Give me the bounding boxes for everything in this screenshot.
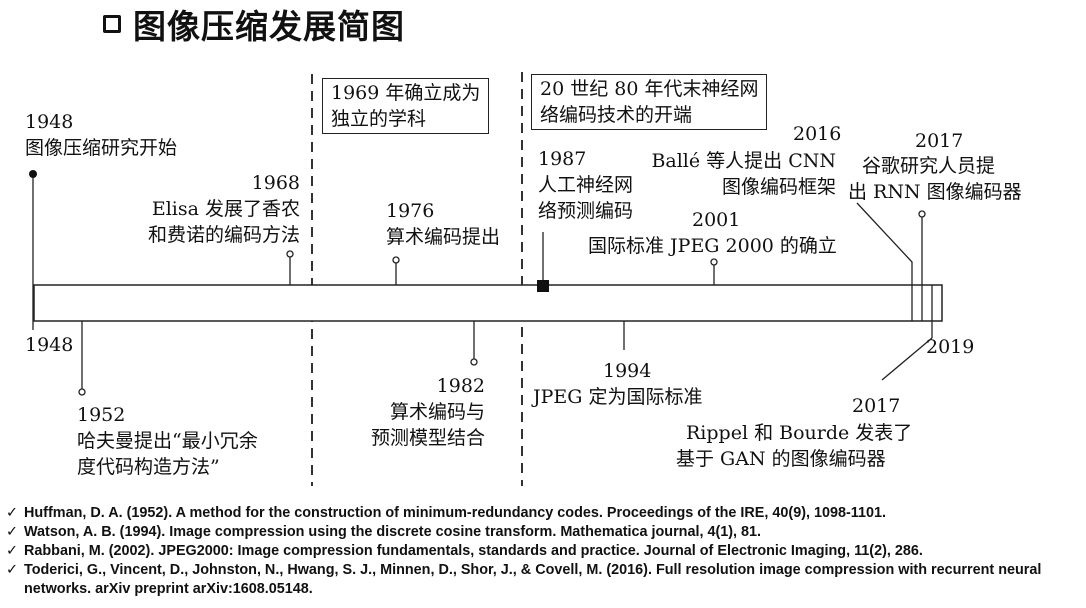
marker-dot-2017-rnn bbox=[918, 210, 926, 218]
event-year: 1976 bbox=[386, 200, 435, 222]
reference-text: Watson, A. B. (1994). Image compression … bbox=[24, 524, 762, 540]
marker-dot-2001 bbox=[710, 258, 718, 266]
checkmark-icon: ✓ bbox=[6, 505, 19, 521]
event-text-line1: 谷歌研究人员提 bbox=[862, 155, 996, 177]
marker-leader-2017-gan bbox=[881, 337, 933, 381]
reference-text: Rabbani, M. (2002). JPEG2000: Image comp… bbox=[24, 543, 923, 559]
axis-start-label: 1948 bbox=[25, 334, 74, 356]
marker-dot-1976 bbox=[392, 256, 400, 264]
event-text-line2: 和费诺的编码方法 bbox=[147, 224, 300, 246]
event-1994-year: 1994 bbox=[603, 360, 652, 382]
marker-dot-1968 bbox=[286, 250, 294, 258]
checkmark-icon: ✓ bbox=[6, 562, 19, 578]
reference-text: Toderici, G., Vincent, D., Johnston, N.,… bbox=[24, 562, 1042, 597]
reference-item: ✓ Huffman, D. A. (1952). A method for th… bbox=[6, 504, 1082, 523]
checkmark-icon: ✓ bbox=[6, 524, 19, 540]
event-text-line2: 出 RNN 图像编码器 bbox=[848, 181, 1022, 203]
note-1980s-line2: 络编码技术的开端 bbox=[540, 104, 693, 126]
note-1969-line1: 1969 年确立成为 bbox=[331, 82, 481, 104]
marker-dot-1982 bbox=[470, 358, 478, 366]
event-text-line2: 预测模型结合 bbox=[370, 427, 485, 449]
event-2017-gan-year: 2017 bbox=[852, 395, 901, 417]
checkbox-outline-icon bbox=[103, 15, 121, 33]
event-text-line1: 人工神经网 bbox=[538, 174, 634, 196]
event-2017-gan: Rippel 和 Bourde 发表了 基于 GAN 的图像编码器 bbox=[676, 420, 912, 472]
event-text-line2: 络预测编码 bbox=[538, 200, 634, 222]
event-text-line1: 算术编码与 bbox=[389, 401, 485, 423]
checkmark-icon: ✓ bbox=[6, 543, 19, 559]
note-1969-line2: 独立的学科 bbox=[331, 108, 427, 130]
event-text: 图像压缩研究开始 bbox=[25, 137, 178, 159]
event-1994-text: JPEG 定为国际标准 bbox=[533, 386, 703, 408]
event-year: 1952 bbox=[77, 404, 126, 426]
event-2001-year: 2001 bbox=[692, 209, 741, 231]
event-year: 1948 bbox=[25, 111, 74, 133]
reference-item: ✓ Watson, A. B. (1994). Image compressio… bbox=[6, 523, 1082, 542]
reference-item: ✓ Toderici, G., Vincent, D., Johnston, N… bbox=[6, 561, 1082, 599]
reference-list: ✓ Huffman, D. A. (1952). A method for th… bbox=[6, 504, 1082, 599]
event-text-line2: 度代码构造方法” bbox=[77, 456, 220, 478]
event-text: 算术编码提出 bbox=[386, 226, 501, 248]
event-year: 1968 bbox=[251, 172, 300, 194]
event-text-line2: 图像编码框架 bbox=[721, 176, 836, 198]
timeline-bar bbox=[33, 284, 943, 322]
title-text: 图像压缩发展简图 bbox=[133, 7, 405, 46]
event-text-line1: 哈夫曼提出“最小冗余 bbox=[77, 430, 258, 452]
reference-item: ✓ Rabbani, M. (2002). JPEG2000: Image co… bbox=[6, 542, 1082, 561]
event-1952: 1952 哈夫曼提出“最小冗余 度代码构造方法” bbox=[77, 402, 258, 480]
event-1982: 1982 算术编码与 预测模型结合 bbox=[371, 373, 485, 451]
event-2001-text: 国际标准 JPEG 2000 的确立 bbox=[588, 235, 837, 257]
reference-text: Huffman, D. A. (1952). A method for the … bbox=[24, 505, 887, 521]
marker-square-1987 bbox=[537, 280, 549, 292]
event-2017-rnn-year: 2017 bbox=[915, 130, 964, 152]
event-2016-year: 2016 bbox=[793, 123, 842, 145]
event-1968: 1968 Elisa 发展了香农 和费诺的编码方法 bbox=[148, 170, 300, 248]
event-text-line1: Rippel 和 Bourde 发表了 bbox=[686, 422, 913, 444]
timeline-diagram bbox=[29, 72, 943, 486]
slide-title: 图像压缩发展简图 bbox=[103, 2, 405, 46]
event-text-line2: 基于 GAN 的图像编码器 bbox=[676, 448, 886, 470]
note-box-1980s: 20 世纪 80 年代末神经网 络编码技术的开端 bbox=[531, 74, 768, 130]
event-text-line1: Elisa 发展了香农 bbox=[151, 198, 300, 220]
axis-end-label: 2019 bbox=[926, 336, 975, 358]
event-1976: 1976 算术编码提出 bbox=[386, 198, 500, 250]
event-1948: 1948 图像压缩研究开始 bbox=[25, 109, 177, 161]
event-2017-rnn: 谷歌研究人员提 出 RNN 图像编码器 bbox=[848, 153, 1022, 205]
event-year: 1982 bbox=[436, 375, 485, 397]
marker-dot-1948 bbox=[29, 170, 37, 178]
event-1987: 1987 人工神经网 络预测编码 bbox=[538, 146, 633, 224]
note-1980s-line1: 20 世纪 80 年代末神经网 bbox=[540, 78, 759, 100]
event-2016: Ballé 等人提出 CNN 图像编码框架 bbox=[651, 148, 836, 200]
note-box-1969: 1969 年确立成为 独立的学科 bbox=[322, 78, 490, 134]
marker-dot-1952 bbox=[78, 388, 86, 396]
marker-line-2016 bbox=[856, 202, 913, 321]
event-year: 1987 bbox=[538, 148, 587, 170]
event-text-line1: Ballé 等人提出 CNN bbox=[651, 150, 836, 172]
